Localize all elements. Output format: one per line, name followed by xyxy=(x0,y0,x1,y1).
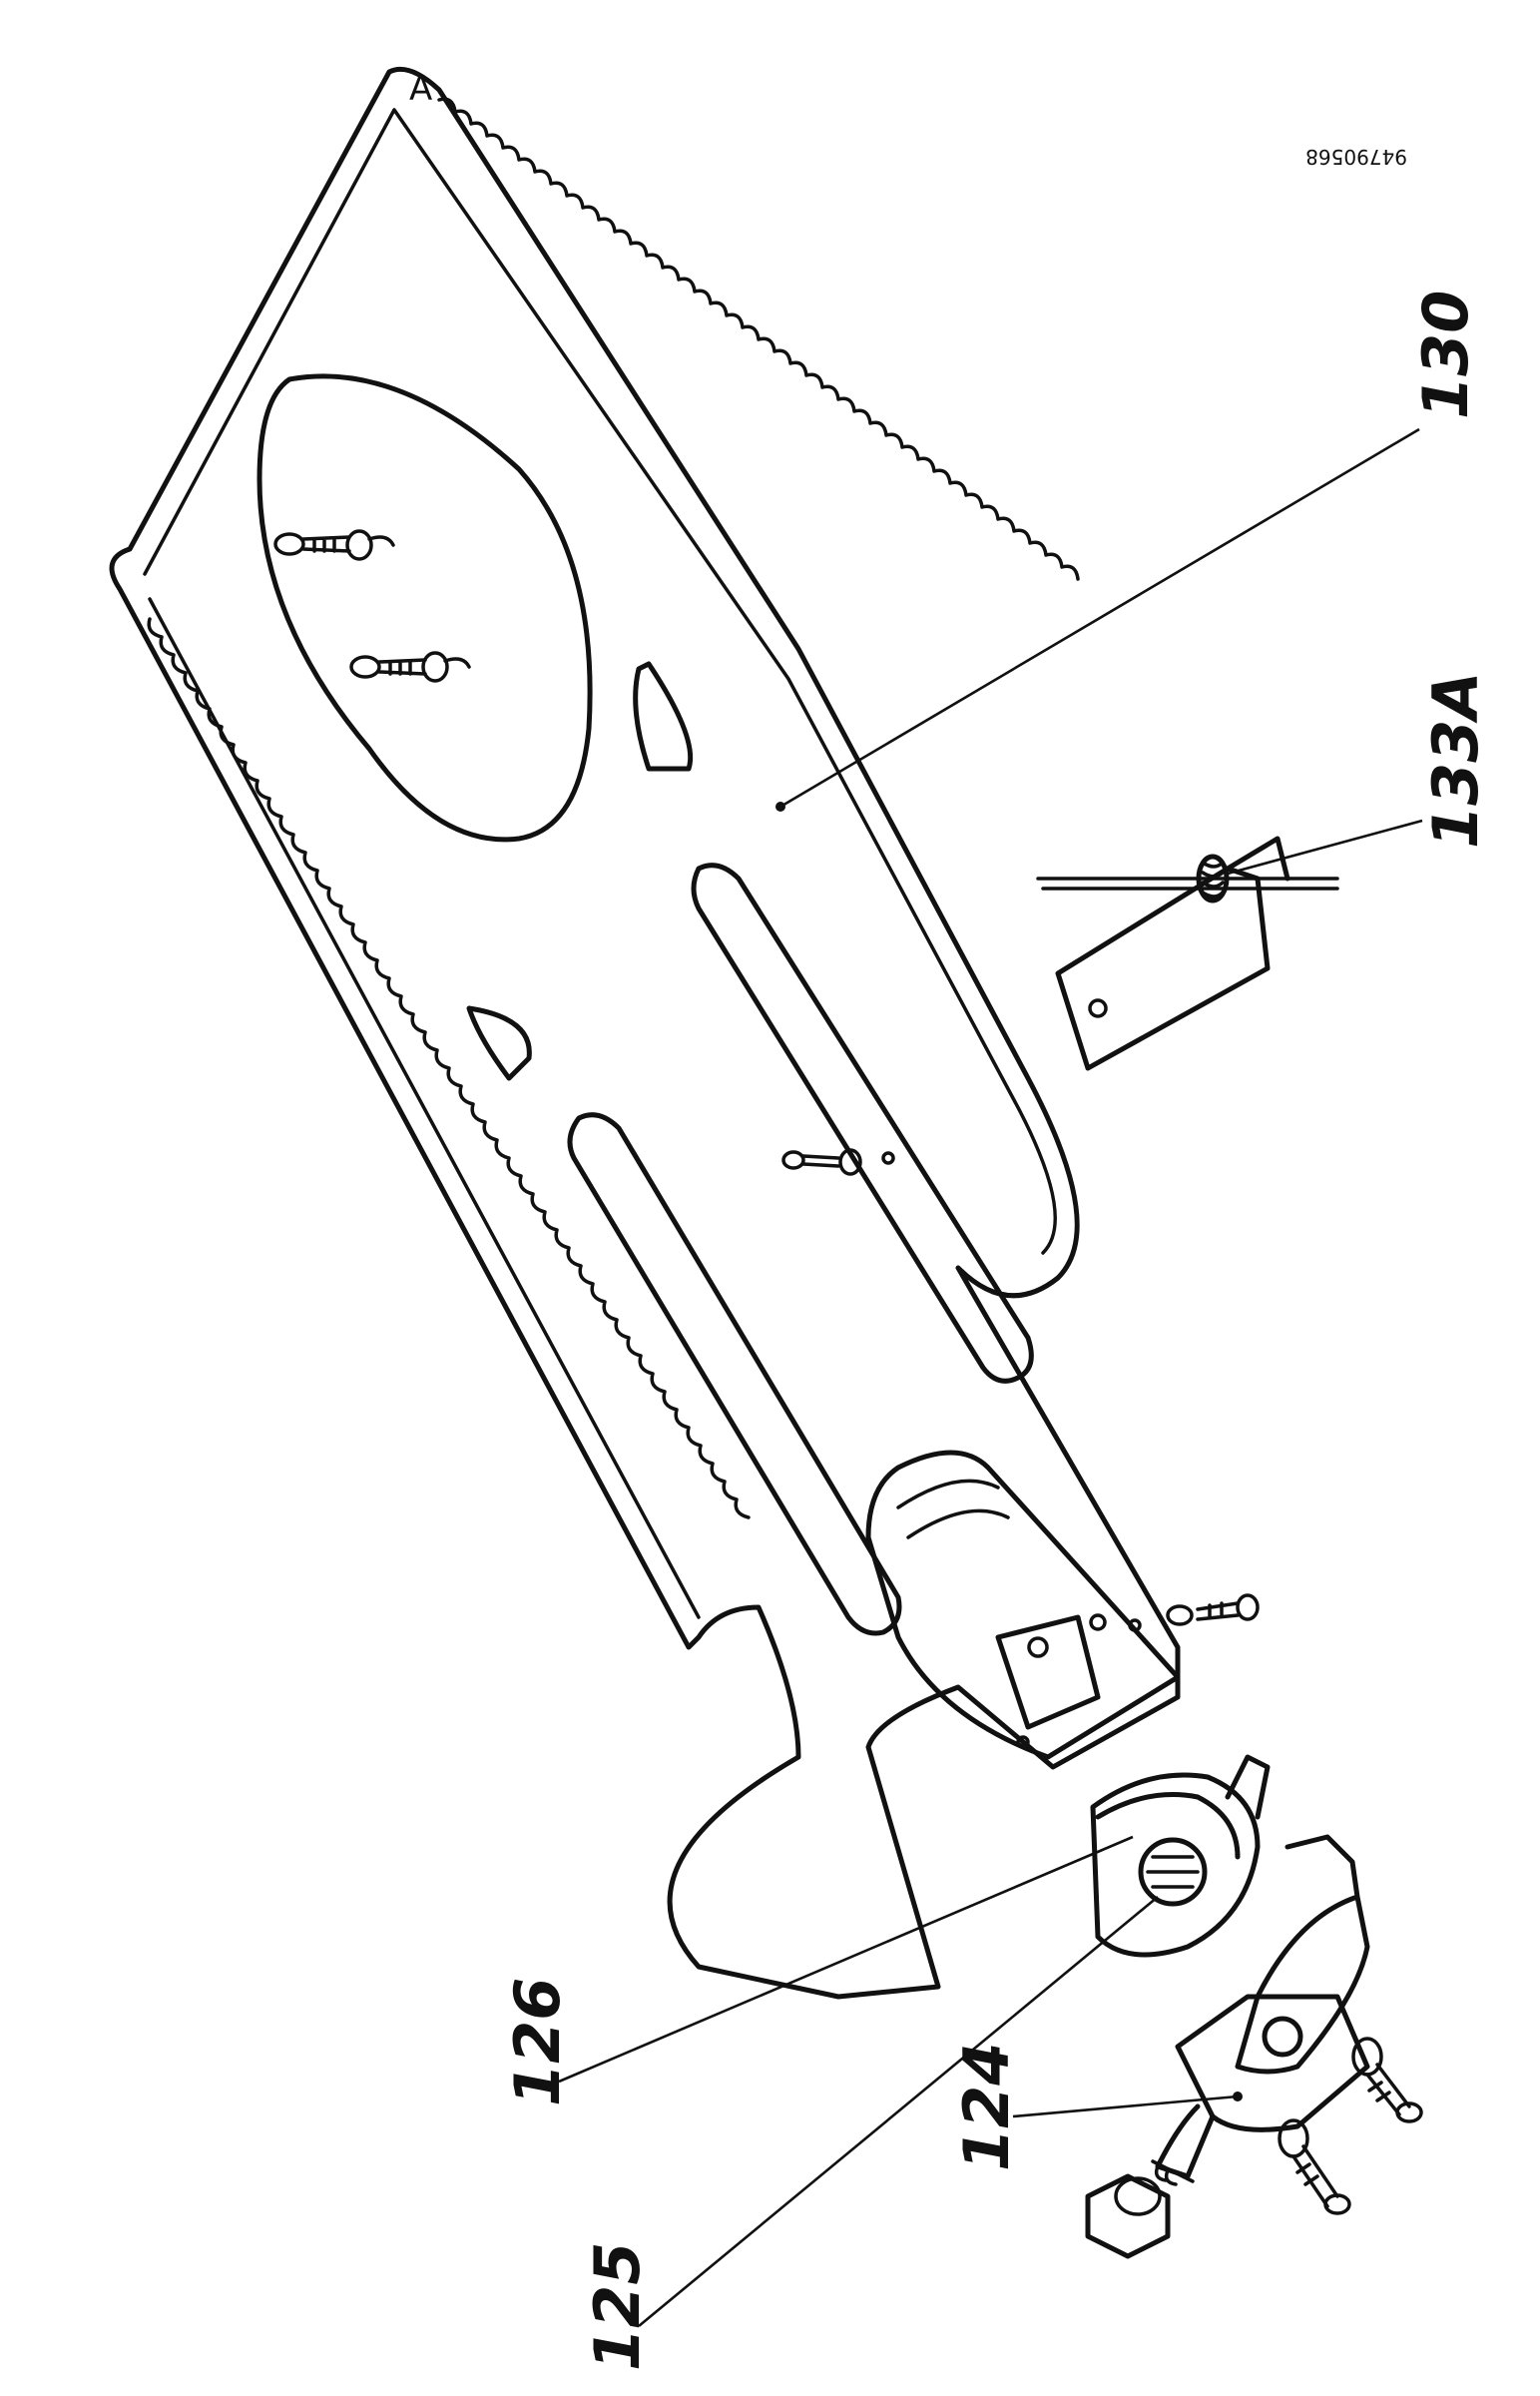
thermocouple-icon xyxy=(1036,836,1339,1071)
bracket-icon xyxy=(1085,1834,1423,2259)
leader-lines xyxy=(558,427,1423,2328)
air-shutter-icon xyxy=(1090,1754,1271,1958)
venturi-tube-icon xyxy=(865,1450,1181,1760)
callout-124: 124 xyxy=(950,2043,1023,2171)
orifice-icon xyxy=(1138,1837,1208,1907)
callout-126: 126 xyxy=(501,1978,574,2106)
burner-tray-icon xyxy=(109,66,1181,2000)
callout-133A: 133A xyxy=(1419,672,1492,849)
washer-screw-icon xyxy=(1166,1593,1260,1626)
callout-125: 125 xyxy=(581,2242,654,2371)
callout-130: 130 xyxy=(1409,291,1482,419)
document-number: 94790568 xyxy=(1305,145,1407,169)
